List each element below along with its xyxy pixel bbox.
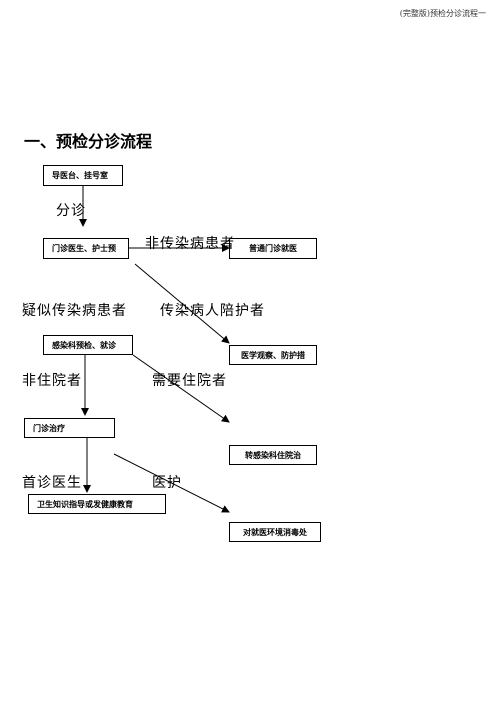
label-non-infectious: 非传染病患者 — [145, 236, 235, 252]
label-infectious-companion: 传染病人陪护者 — [160, 303, 265, 319]
node-outpatient-treatment: 门诊治疗 — [24, 418, 115, 438]
node-outpatient-doctor: 门诊医生、护士预 — [43, 238, 129, 259]
label-first-doctor: 首诊医生 — [22, 475, 82, 491]
arrow-treatment-to-disinfection — [113, 453, 230, 513]
node-health-education: 卫生知识指导或发健康教育 — [28, 494, 166, 514]
arrow-precheck-to-transfer — [132, 354, 230, 423]
label-medical-nursing: 医护 — [152, 475, 182, 491]
page-header: (完整版)预检分诊流程一 — [399, 9, 486, 18]
node-infection-precheck: 感染科预检、就诊 — [43, 335, 133, 355]
node-disinfection: 对就医环境消毒处 — [229, 522, 321, 542]
node-transfer-infection-ward: 转感染科住院治 — [229, 445, 317, 465]
label-suspected-infectious: 疑似传染病患者 — [22, 303, 127, 319]
label-triage: 分诊 — [56, 203, 86, 219]
node-general-clinic: 普通门诊就医 — [229, 238, 317, 259]
label-no-hospitalization: 非住院者 — [22, 373, 82, 389]
page-title: 一、预检分诊流程 — [24, 132, 153, 151]
arrow-doctor-to-observation — [134, 263, 230, 344]
node-medical-observation: 医学观察、防护措 — [229, 345, 317, 365]
label-need-hospitalization: 需要住院者 — [152, 373, 227, 389]
node-guide-desk: 导医台、挂号室 — [43, 165, 123, 186]
